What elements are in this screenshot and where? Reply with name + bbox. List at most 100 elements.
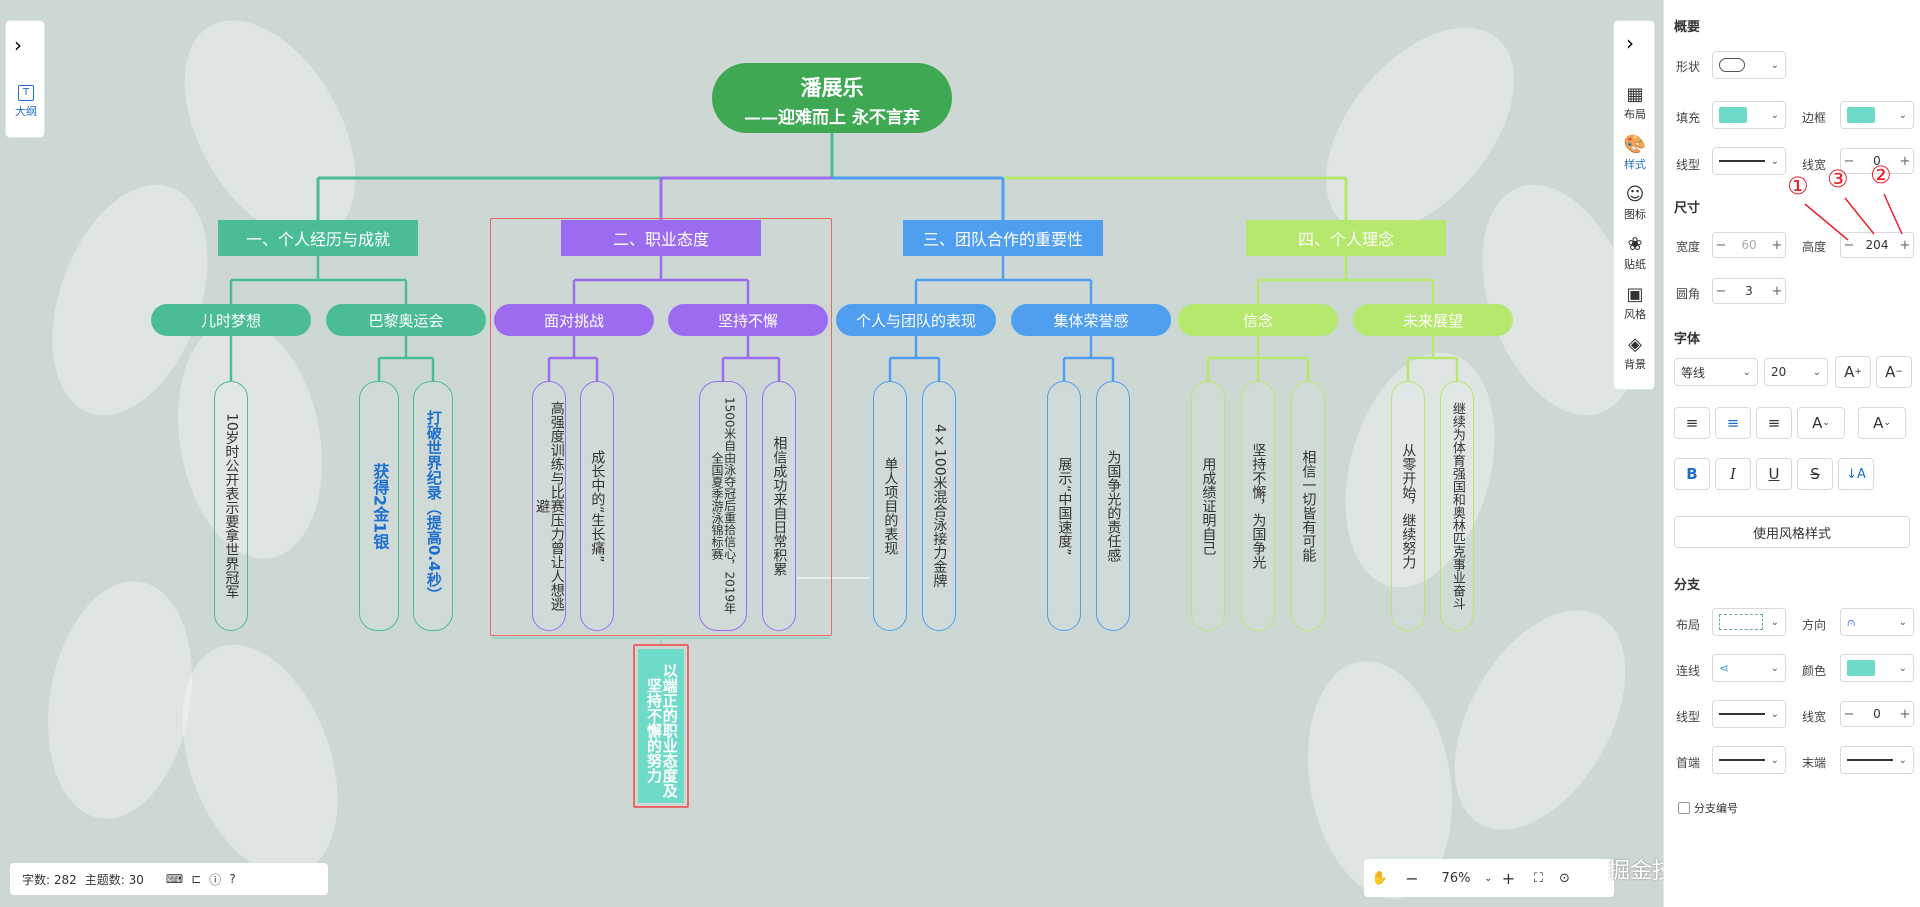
branch-layout-label: 布局 [1676, 618, 1701, 632]
mindmap-canvas[interactable]: 潘展乐 ——迎难而上 永不言弃 一、个人经历与成就 二、职业态度 三、团队合作的… [0, 0, 1660, 907]
leaf-4-1-3[interactable]: 相信一切皆有可能 [1291, 381, 1325, 631]
font-decrease-button[interactable]: A− [1876, 356, 1912, 388]
plus-icon[interactable]: + [1899, 237, 1911, 253]
height-stepper[interactable]: −204+ [1840, 232, 1914, 258]
branch-line-width-stepper[interactable]: −0+ [1840, 701, 1914, 727]
connector-select[interactable]: ⋖⌄ [1712, 654, 1786, 682]
leaf-3-2-1[interactable]: 展示“中国速度” [1047, 381, 1081, 631]
leaf-1-2-1[interactable]: 获得2金1银 [359, 381, 399, 631]
leaf-3-2-2[interactable]: 为国争光的责任感 [1096, 381, 1130, 631]
minus-icon[interactable]: − [1715, 283, 1727, 299]
zoom-level[interactable]: 76% [1441, 870, 1471, 886]
font-family-select[interactable]: 等线⌄ [1674, 358, 1758, 386]
branch-layout-select[interactable]: ⌄ [1712, 608, 1786, 636]
italic-button[interactable]: I [1715, 458, 1751, 490]
branch-header: 分支 [1674, 578, 1701, 593]
leaf-1-1-1[interactable]: 10岁时公开表示要拿世界冠军 [214, 381, 248, 631]
use-style-button[interactable]: 使用风格样式 [1674, 516, 1910, 548]
leaf-3-1-1[interactable]: 单人项目的表现 [873, 381, 907, 631]
locate-icon[interactable]: ⊙ [1558, 870, 1570, 886]
toolbar-layout[interactable]: ▦布局 [1614, 85, 1656, 122]
topic-childhood-dream[interactable]: 儿时梦想 [151, 304, 311, 336]
direction-select[interactable]: ⩀⌄ [1840, 608, 1914, 636]
branch-4[interactable]: 四、个人理念 [1246, 220, 1446, 256]
branch-numbering-option[interactable]: 分支编号 [1678, 800, 1738, 816]
branch-color-select[interactable]: ⌄ [1840, 654, 1914, 682]
leaf-2-1-2[interactable]: 成长中的“生长痛” [580, 381, 614, 631]
align-left-button[interactable]: ≡ [1674, 407, 1710, 439]
width-stepper[interactable]: −60+ [1712, 232, 1786, 258]
leaf-4-2-1[interactable]: 从零开始，继续努力 [1391, 381, 1425, 631]
summary-topic[interactable]: 以端正的职业态度及坚持不懈的努力 [638, 649, 684, 803]
keyboard-icon[interactable]: ⌨ [165, 872, 184, 886]
plus-icon[interactable]: + [1899, 153, 1911, 169]
expand-chevron-icon[interactable]: › [14, 33, 22, 57]
leaf-1-2-2[interactable]: 打破世界纪录（提高0.4秒） [413, 381, 453, 631]
border-swatch [1847, 107, 1875, 123]
bold-button[interactable]: B [1674, 458, 1710, 490]
zoom-in-button[interactable]: + [1501, 868, 1516, 888]
fit-icon[interactable]: ⛶ [1533, 870, 1543, 886]
align-center-button[interactable]: ≡ [1715, 407, 1751, 439]
tree-icon[interactable]: ⊏ [191, 872, 202, 886]
topic-future[interactable]: 未来展望 [1353, 304, 1513, 336]
leaf-2-2-1[interactable]: 1500米自由泳夺冠后重拾信心，2019年全国夏季游泳锦标赛 [699, 381, 747, 631]
topic-collective-honor[interactable]: 集体荣誉感 [1011, 304, 1171, 336]
toolbar-sticker[interactable]: ❀贴纸 [1614, 235, 1656, 272]
text-color-button[interactable]: A ⌄ [1797, 407, 1845, 439]
leaf-3-1-2[interactable]: 4×100米混合泳接力金牌 [922, 381, 956, 631]
head-select[interactable]: ⌄ [1712, 746, 1786, 774]
topic-belief[interactable]: 信念 [1178, 304, 1338, 336]
fill-color-select[interactable]: ⌄ [1712, 101, 1786, 129]
connector-icon: ⋖ [1719, 661, 1730, 675]
minus-icon[interactable]: − [1843, 237, 1855, 253]
branch-3[interactable]: 三、团队合作的重要性 [903, 220, 1103, 256]
help-icon[interactable]: ? [229, 872, 236, 886]
toolbar-background[interactable]: ◈背景 [1614, 335, 1656, 372]
plus-icon[interactable]: + [1899, 706, 1911, 722]
underline-button[interactable]: U [1756, 458, 1792, 490]
leaf-4-2-2[interactable]: 继续为体育强国和奥林匹克事业奋斗 [1440, 381, 1474, 631]
leaf-4-1-2[interactable]: 坚持不懈，为国争光 [1241, 381, 1275, 631]
strikethrough-button[interactable]: S [1797, 458, 1833, 490]
font-size-select[interactable]: 20⌄ [1764, 358, 1828, 386]
topic-persistence[interactable]: 坚持不懈 [668, 304, 828, 336]
shape-select[interactable]: ⌄ [1712, 51, 1786, 79]
branch-1[interactable]: 一、个人经历与成就 [218, 220, 418, 256]
align-right-button[interactable]: ≡ [1756, 407, 1792, 439]
hand-icon[interactable]: ✋ [1371, 870, 1389, 886]
highlight-color-button[interactable]: A ⌄ [1858, 407, 1906, 439]
outline-button[interactable]: T 大纲 [6, 85, 46, 119]
topic-face-challenge[interactable]: 面对挑战 [494, 304, 654, 336]
leaf-2-2-2[interactable]: 相信成功来自日常积累 [762, 381, 796, 631]
toolbar-icon[interactable]: ☺图标 [1614, 185, 1656, 222]
toolbar-theme[interactable]: ▣风格 [1614, 285, 1656, 322]
font-increase-button[interactable]: A+ [1835, 356, 1871, 388]
toolbar-style[interactable]: 🎨样式 [1614, 135, 1656, 172]
minus-icon[interactable]: − [1715, 237, 1727, 253]
topic-paris-olympics[interactable]: 巴黎奥运会 [326, 304, 486, 336]
text-direction-button[interactable]: ↓A [1838, 458, 1874, 490]
branch-2[interactable]: 二、职业态度 [561, 220, 761, 256]
minus-icon[interactable]: − [1843, 706, 1855, 722]
branch-line-type-select[interactable]: ⌄ [1712, 700, 1786, 728]
radius-stepper[interactable]: −3+ [1712, 278, 1786, 304]
size-header: 尺寸 [1674, 201, 1701, 216]
plus-icon[interactable]: + [1771, 283, 1783, 299]
zoom-dropdown-icon[interactable]: ⌄ [1484, 872, 1493, 884]
zoom-out-button[interactable]: − [1405, 868, 1419, 888]
tail-select[interactable]: ⌄ [1840, 746, 1914, 774]
minus-icon[interactable]: − [1843, 153, 1855, 169]
collapse-chevron-icon[interactable]: › [1626, 31, 1634, 55]
line-type-select[interactable]: ⌄ [1712, 147, 1786, 175]
info-icon[interactable]: ⓘ [209, 872, 222, 887]
root-topic[interactable]: 潘展乐 ——迎难而上 永不言弃 [712, 63, 952, 133]
chevron-down-icon: ⌄ [1812, 366, 1821, 378]
line-width-stepper[interactable]: −0+ [1840, 148, 1914, 174]
topic-individual-team[interactable]: 个人与团队的表现 [836, 304, 996, 336]
plus-icon[interactable]: + [1771, 237, 1783, 253]
checkbox[interactable] [1678, 802, 1690, 814]
border-color-select[interactable]: ⌄ [1840, 101, 1914, 129]
leaf-2-1-1[interactable]: 高强度训练与比赛压力曾让人想逃避 [532, 381, 566, 631]
leaf-4-1-1[interactable]: 用成绩证明自己 [1191, 381, 1225, 631]
